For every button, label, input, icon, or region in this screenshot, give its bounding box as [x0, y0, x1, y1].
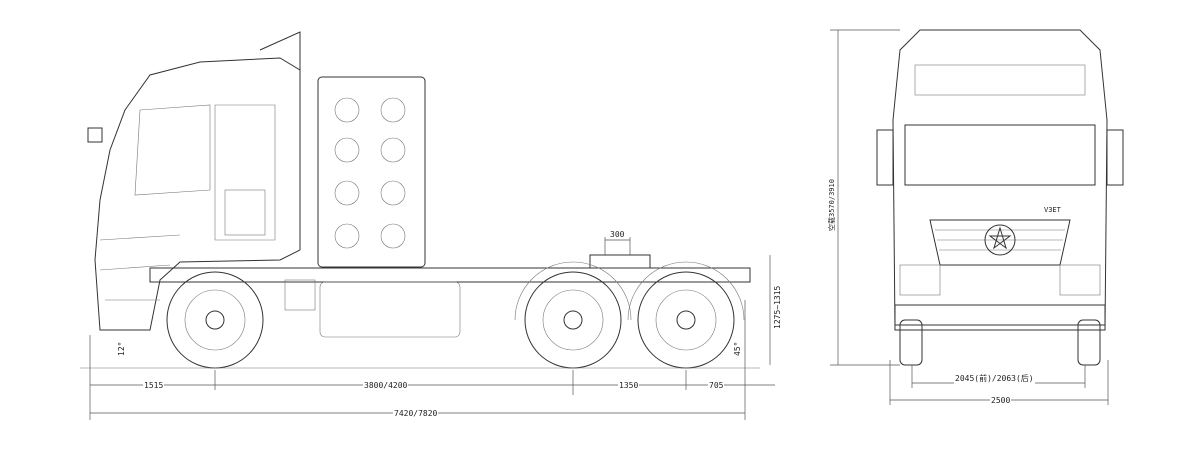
- dim-overall-length: 7420/7820: [393, 409, 439, 418]
- dim-fifth-wheel-height: 1275~1315: [773, 284, 782, 330]
- dim-fifth-wheel-offset: 300: [609, 230, 626, 239]
- dim-rear-overhang: 705: [708, 381, 725, 390]
- dim-overall-height: 空载3570/3910: [827, 178, 837, 232]
- dim-overall-width: 2500: [990, 396, 1012, 405]
- approach-angle: 12°: [117, 340, 126, 357]
- panel-holes: [334, 97, 406, 249]
- front-badge: V3ET: [1044, 206, 1061, 214]
- front-wheel: [166, 271, 264, 369]
- departure-angle: 45°: [733, 340, 742, 357]
- dim-track: 2045(前)/2063(后): [954, 373, 1035, 384]
- dim-axle-spacing: 1350: [618, 381, 640, 390]
- dim-wheelbase: 3800/4200: [363, 381, 409, 390]
- dim-front-overhang: 1515: [143, 381, 165, 390]
